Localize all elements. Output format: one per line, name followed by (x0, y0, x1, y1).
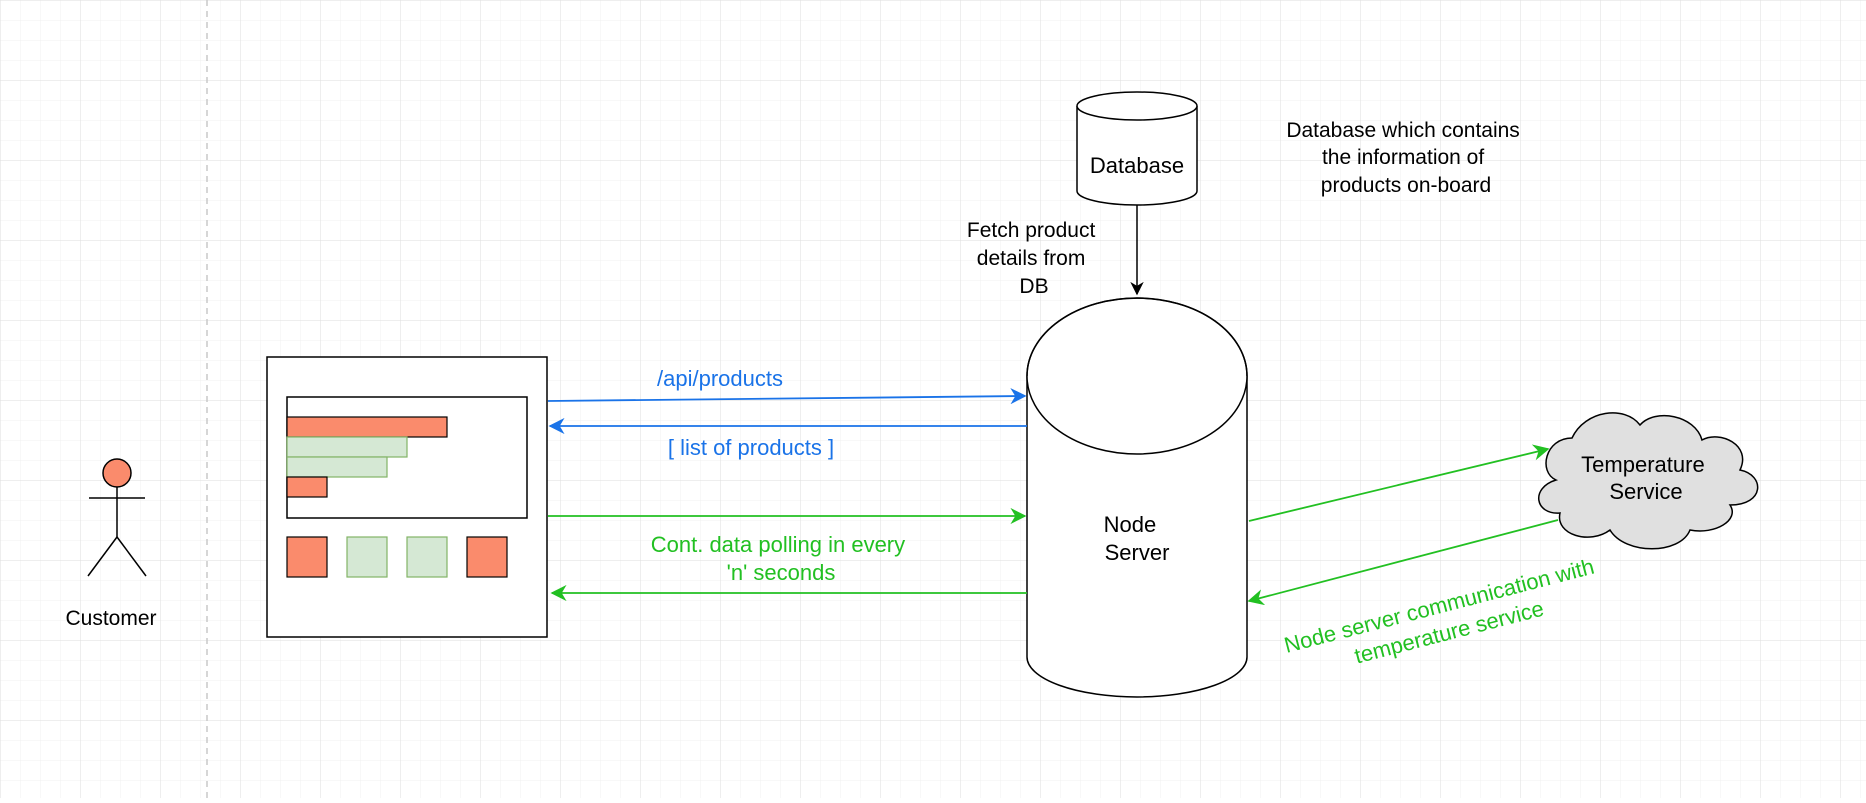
edge-api-request[interactable] (547, 388, 1027, 405)
database-node[interactable]: Database (1076, 91, 1198, 206)
edge-server-to-temperature[interactable] (1248, 444, 1550, 522)
dashboard-bar (286, 416, 448, 438)
dashboard-bar (286, 436, 408, 458)
edge-polling-label: Cont. data polling in every 'n' seconds (651, 532, 912, 585)
edge-api-request-label: /api/products (657, 366, 783, 391)
database-note-line: Database which contains (1286, 119, 1519, 142)
customer-actor[interactable] (87, 458, 147, 577)
edge-label-line: Fetch product (967, 219, 1096, 242)
temperature-service-label-line: Service (1609, 479, 1682, 504)
temperature-service-label-line: Temperature (1581, 452, 1705, 477)
dashboard-tile (466, 536, 508, 578)
edge-label-line: details from (977, 247, 1086, 270)
edge-label-line: 'n' seconds (727, 560, 836, 585)
database-note-line: products on-board (1321, 174, 1491, 197)
database-note-line: the information of (1322, 146, 1484, 169)
dashboard-tile (286, 536, 328, 578)
node-server-label-line: Node (1104, 512, 1157, 537)
database-label: Database (1090, 153, 1184, 178)
dashboard-tile (406, 536, 448, 578)
dashboard-bar (286, 476, 328, 498)
edge-label-line: Cont. data polling in every (651, 532, 905, 557)
node-server-label-line: Server (1105, 540, 1170, 565)
edge-label-line: DB (1019, 275, 1048, 298)
temperature-service-label: Temperature Service (1581, 452, 1711, 504)
edge-fetch-db-label: Fetch product details from DB (967, 219, 1101, 298)
dashboard-tile (346, 536, 388, 578)
edge-api-response-label: [ list of products ] (668, 435, 834, 460)
database-note: Database which contains the information … (1286, 119, 1525, 197)
temperature-service-cloud-icon[interactable]: Temperature Service (1537, 412, 1759, 550)
customer-label: Customer (65, 607, 156, 630)
dashboard-bar (286, 456, 388, 478)
edge-temperature-to-server[interactable] (1247, 519, 1559, 606)
dashboard-mockup-icon[interactable] (266, 356, 548, 638)
node-server-label: Node Server (1104, 512, 1170, 565)
actor-head-icon (102, 458, 132, 488)
node-server-node[interactable]: Node Server (1026, 297, 1248, 698)
